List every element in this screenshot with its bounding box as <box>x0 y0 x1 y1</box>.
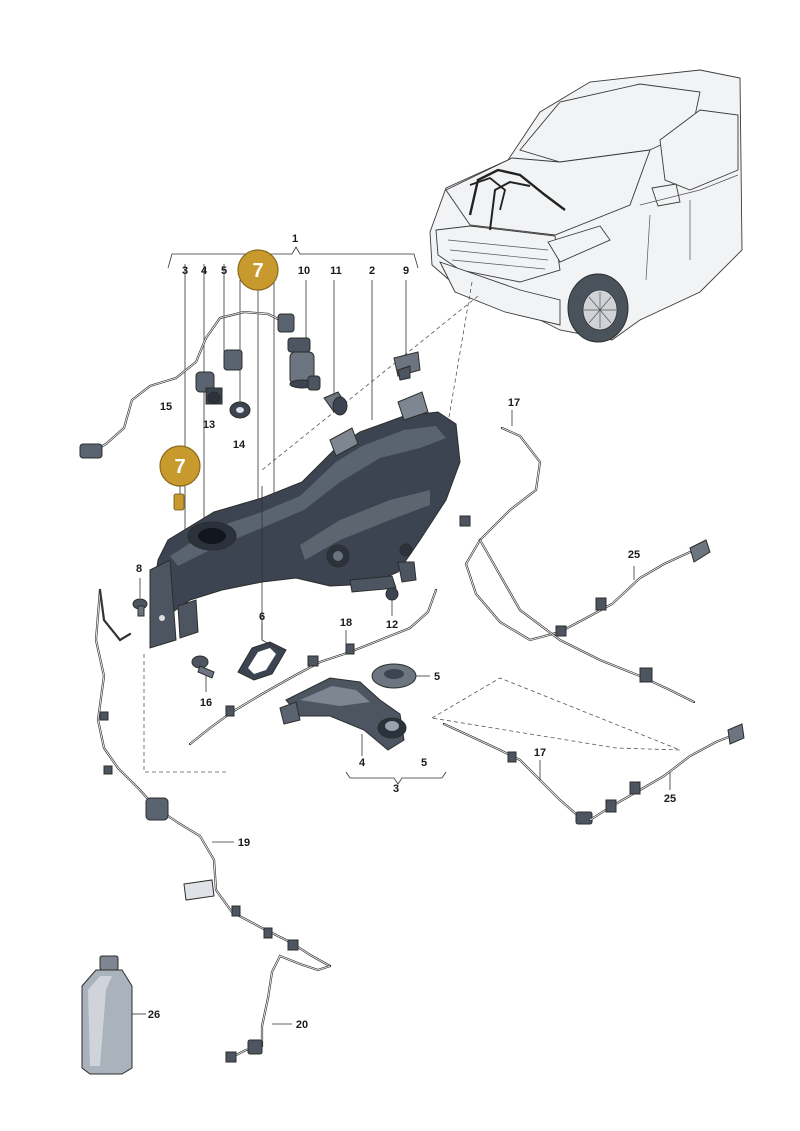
callout-badge-7-top[interactable]: 7 <box>237 249 279 291</box>
vehicle-illustration <box>429 69 743 343</box>
callout-5-bottom[interactable]: 5 <box>421 757 427 769</box>
callout-20[interactable]: 20 <box>296 1019 308 1031</box>
callout-2[interactable]: 2 <box>369 265 375 277</box>
part-10-washer-pump <box>287 337 321 391</box>
callout-25-top[interactable]: 25 <box>628 549 640 561</box>
assembly-dash-box <box>143 654 228 773</box>
leader-vehicle-to-tank-2 <box>261 295 479 471</box>
assembly-dash-nozzle <box>430 677 681 751</box>
callout-25-bottom[interactable]: 25 <box>664 793 676 805</box>
callout-26[interactable]: 26 <box>148 1009 160 1021</box>
callout-17-bottom[interactable]: 17 <box>534 747 546 759</box>
part-16-bolt <box>191 655 215 692</box>
callout-14[interactable]: 14 <box>233 439 246 451</box>
callout-6[interactable]: 6 <box>259 611 265 623</box>
part-12-nut <box>385 587 399 616</box>
callout-badge-7-left[interactable]: 7 <box>159 445 201 494</box>
leader-vehicle-to-tank <box>439 281 473 471</box>
callout-12[interactable]: 12 <box>386 619 398 631</box>
callout-5-cap[interactable]: 5 <box>434 671 440 683</box>
badge-7-top-text: 7 <box>252 260 263 282</box>
callout-3-top[interactable]: 3 <box>182 265 188 277</box>
callout-10[interactable]: 10 <box>298 265 310 277</box>
part-14-grommet <box>229 401 251 419</box>
callout-17-top[interactable]: 17 <box>508 397 520 409</box>
assembly-bracket-3 <box>345 771 447 785</box>
callout-13[interactable]: 13 <box>203 419 215 431</box>
part-18-hose <box>188 588 438 746</box>
callout-5-top[interactable]: 5 <box>221 265 227 277</box>
callout-19[interactable]: 19 <box>238 837 250 849</box>
callout-9[interactable]: 9 <box>403 265 409 277</box>
badge-7-left-text: 7 <box>174 456 185 478</box>
part-9-clip <box>393 351 421 381</box>
part-13-level-sensor <box>195 371 223 405</box>
washer-fluid-tank <box>149 391 461 649</box>
part-25-hose <box>588 723 745 822</box>
assembly-bracket-1 <box>167 246 419 560</box>
part-20-hose <box>225 954 332 1063</box>
callout-1[interactable]: 1 <box>292 233 298 245</box>
callout-4-bottom[interactable]: 4 <box>359 757 366 769</box>
part-17-hose-top <box>459 410 711 704</box>
part-7-clip[interactable] <box>173 493 185 511</box>
part-26-fluid-bottle <box>81 955 146 1075</box>
part-19-hose-left <box>94 588 332 968</box>
part-15-wiring-harness <box>79 310 295 459</box>
callout-16[interactable]: 16 <box>200 697 212 709</box>
callout-18[interactable]: 18 <box>340 617 352 629</box>
part-11-grommet <box>323 391 348 416</box>
callout-8[interactable]: 8 <box>136 563 142 575</box>
part-8-bolt <box>132 578 148 617</box>
callout-3-bottom[interactable]: 3 <box>393 783 399 795</box>
callout-labels: 1 3 4 5 10 11 2 9 15 13 14 17 25 8 6 12 … <box>136 233 676 1031</box>
callout-11[interactable]: 11 <box>330 265 342 277</box>
callout-15[interactable]: 15 <box>160 401 172 413</box>
part-5-nozzle-cap <box>371 663 430 689</box>
callout-4-top[interactable]: 4 <box>201 265 208 277</box>
part-17-hose-bottom <box>442 722 593 825</box>
part-4-nozzle-housing <box>279 677 407 756</box>
badge-circle <box>237 249 279 291</box>
